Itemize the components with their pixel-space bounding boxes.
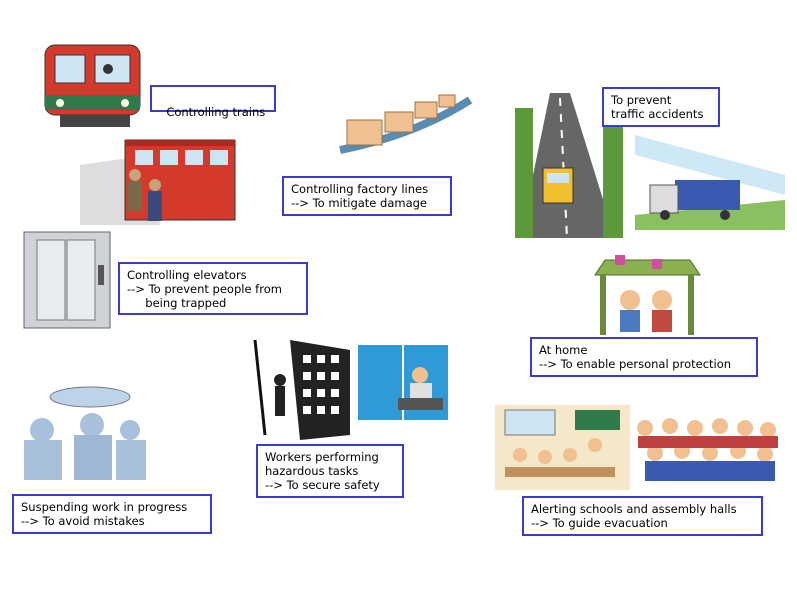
label-traffic-line2: traffic accidents <box>611 107 704 121</box>
label-trains: Controlling trains <box>150 85 276 119</box>
label-elevators: Controlling elevators --> To prevent peo… <box>118 262 308 315</box>
label-home-line2: --> To enable personal protection <box>539 357 732 371</box>
label-home: At home --> To enable personal protectio… <box>530 337 758 377</box>
label-workers-line3: --> To secure safety <box>265 478 380 492</box>
surgery-illustration <box>12 385 152 485</box>
label-workers: Workers performing hazardous tasks --> T… <box>256 444 404 498</box>
label-elevators-line3: being trapped <box>127 296 227 310</box>
label-traffic-line1: To prevent <box>611 93 672 107</box>
highway-truck-illustration <box>635 135 785 235</box>
label-workers-line1: Workers performing <box>265 450 379 464</box>
label-factory-line2: --> To mitigate damage <box>291 196 428 210</box>
hazard-worker-illustration <box>245 330 355 440</box>
label-schools: Alerting schools and assembly halls --> … <box>522 496 763 536</box>
label-schools-line1: Alerting schools and assembly halls <box>531 502 737 516</box>
label-trains-text: Controlling trains <box>166 105 266 119</box>
label-elevators-line1: Controlling elevators <box>127 268 247 282</box>
label-workers-line2: hazardous tasks <box>265 464 359 478</box>
home-table-illustration <box>590 255 705 340</box>
label-elevators-line2: --> To prevent people from <box>127 282 282 296</box>
window-cleaner-illustration <box>358 345 453 425</box>
label-surgery: Suspending work in progress --> To avoid… <box>12 494 212 534</box>
label-home-line1: At home <box>539 343 588 357</box>
label-factory-line1: Controlling factory lines <box>291 182 429 196</box>
train-front-illustration <box>40 40 150 135</box>
label-traffic: To prevent traffic accidents <box>602 87 720 127</box>
label-surgery-line2: --> To avoid mistakes <box>21 514 145 528</box>
classroom-illustration <box>495 405 630 490</box>
road-truck-illustration <box>515 88 625 238</box>
label-factory: Controlling factory lines --> To mitigat… <box>282 176 452 216</box>
elevator-illustration <box>22 230 112 330</box>
train-platform-illustration <box>80 135 240 230</box>
label-surgery-line1: Suspending work in progress <box>21 500 188 514</box>
factory-conveyor-illustration <box>335 90 475 165</box>
assembly-hall-illustration <box>630 408 780 486</box>
label-schools-line2: --> To guide evacuation <box>531 516 668 530</box>
